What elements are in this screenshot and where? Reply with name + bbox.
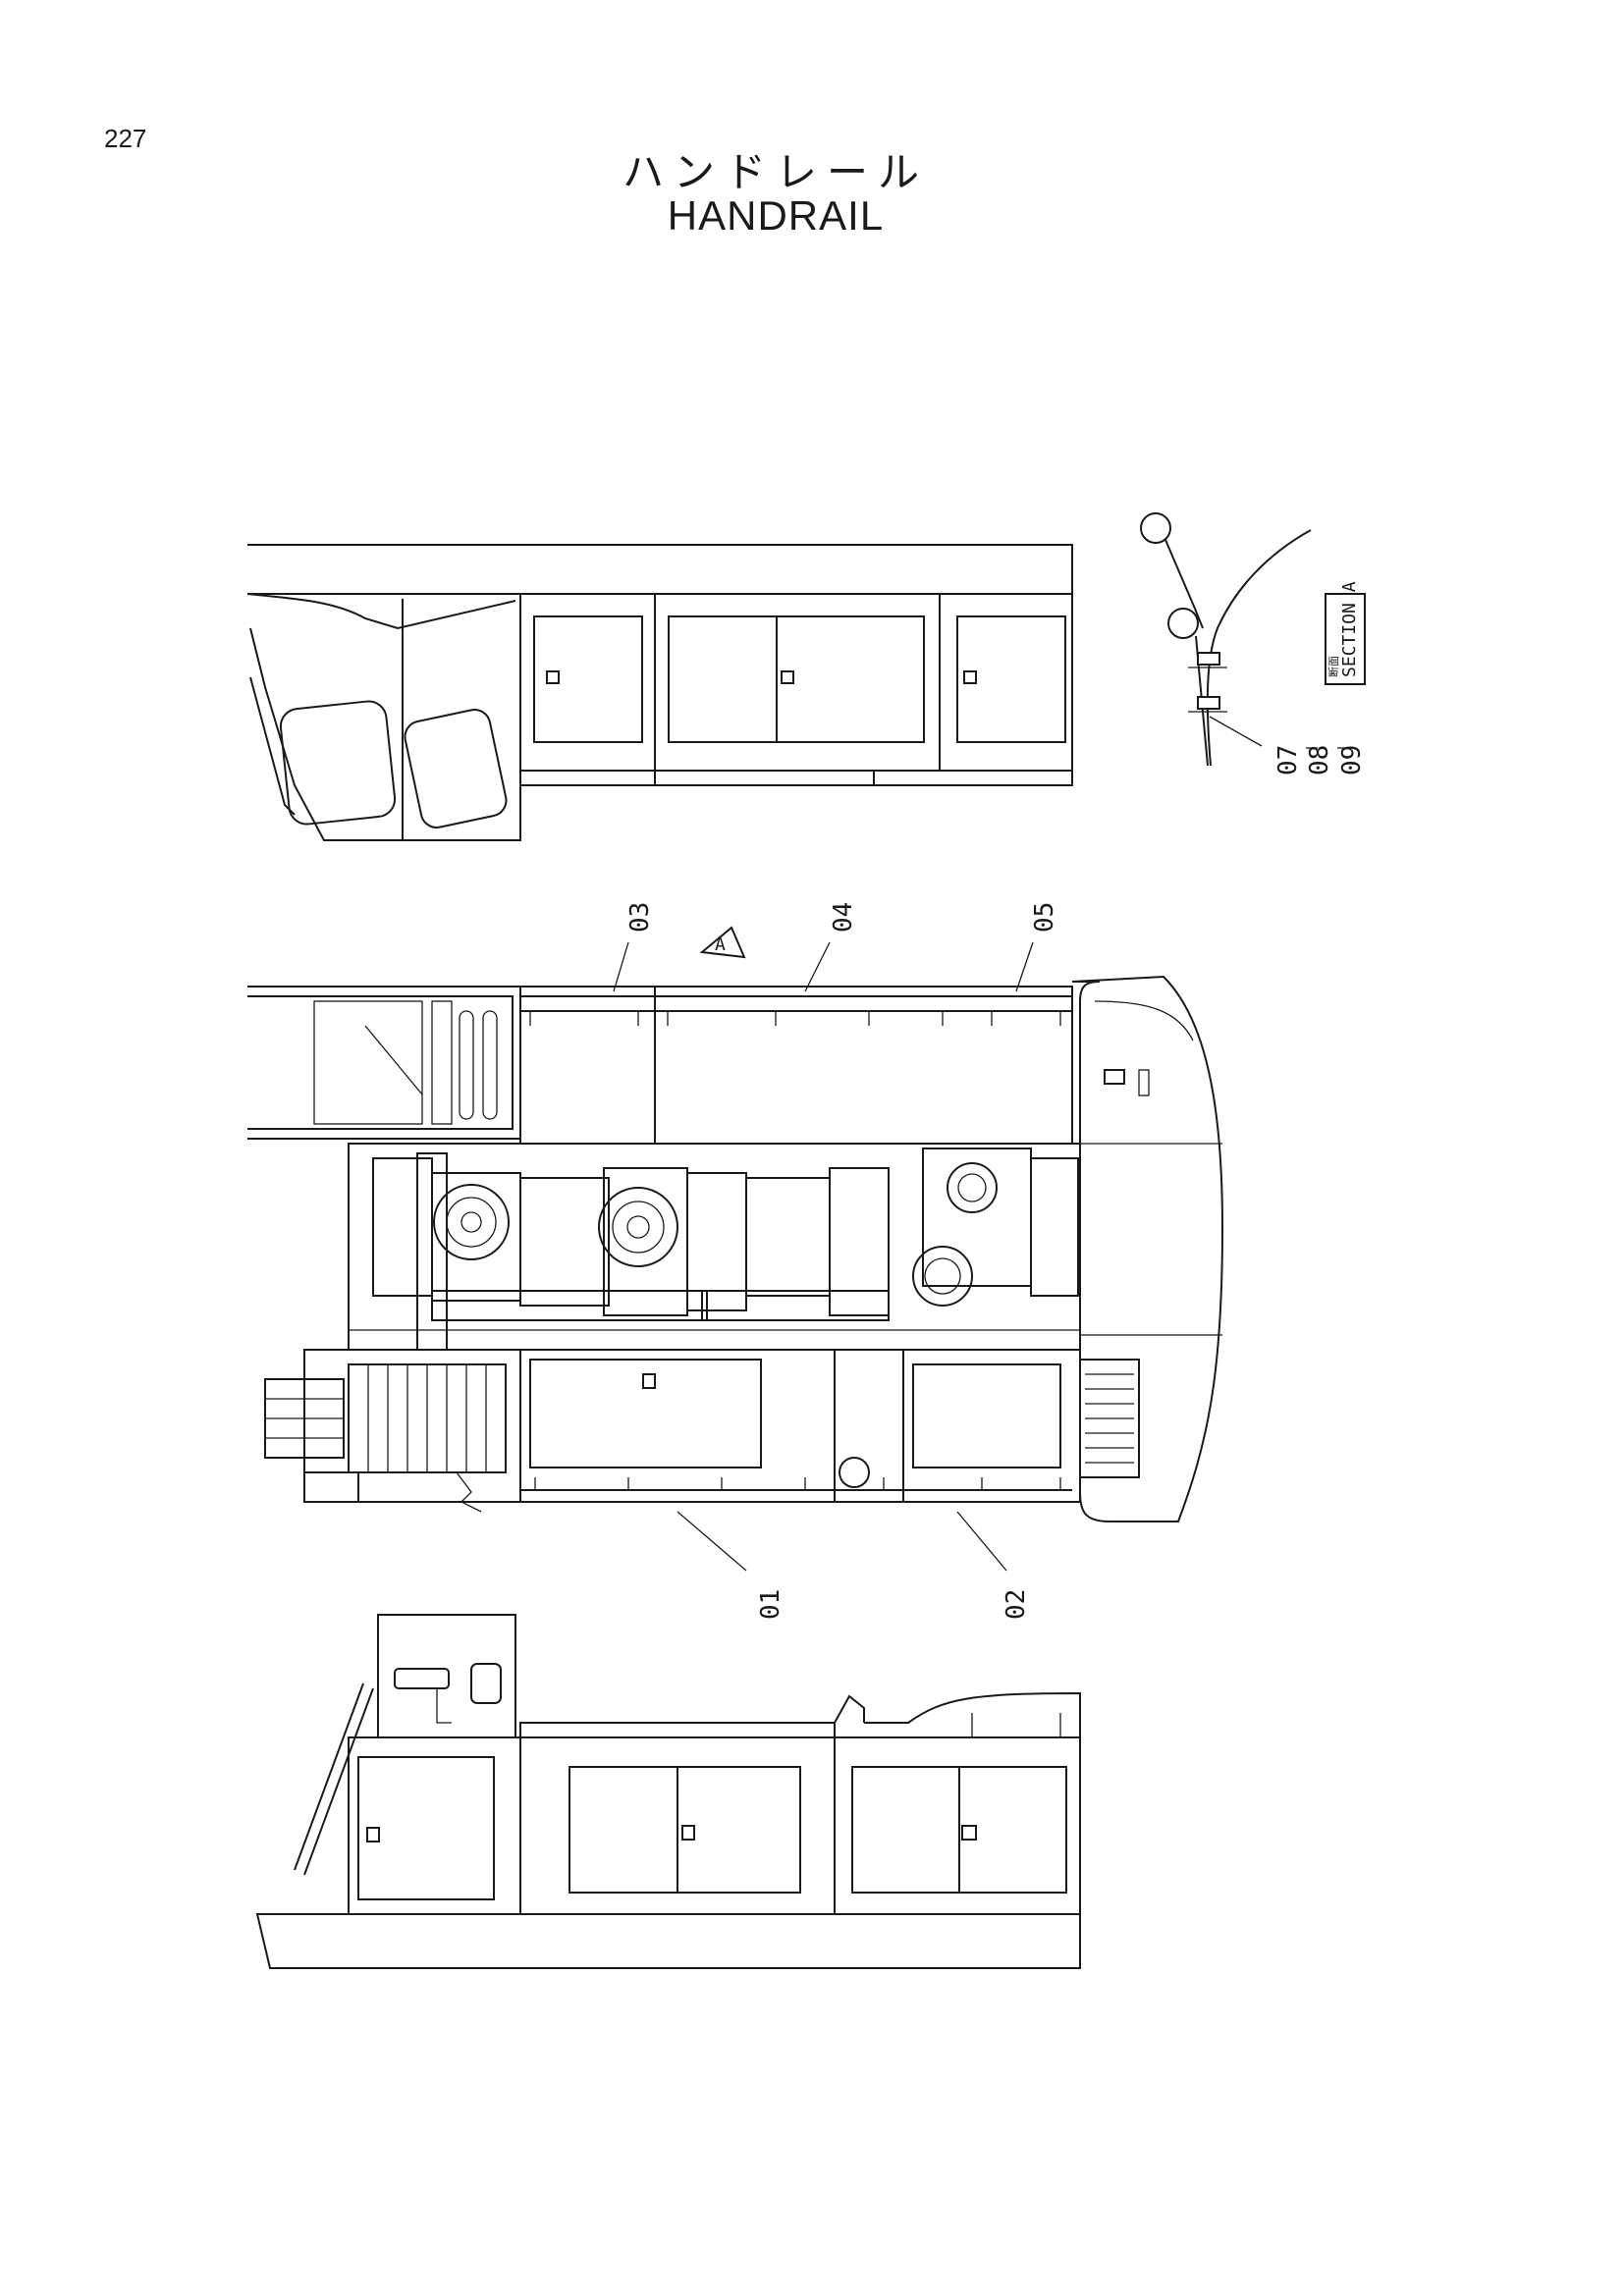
side-view-top (246, 544, 1073, 841)
section-label-box (1325, 593, 1366, 685)
latch-icon (963, 670, 977, 684)
title-english: HANDRAIL (667, 192, 885, 239)
section-a-detail: SECTION A 断面 07 08 09 (1140, 512, 1367, 775)
callout-01: 01 (756, 1589, 785, 1620)
latch-icon (961, 1825, 977, 1841)
section-label: SECTION A (1339, 581, 1360, 677)
section-label-small: 断面 (1326, 656, 1340, 677)
callout-05: 05 (1030, 902, 1059, 933)
callout-03: 03 (625, 902, 655, 933)
plan-view: A 03 04 05 01 02 (247, 902, 1224, 1620)
side-view-bottom (255, 1614, 1081, 1969)
callout-07-label: 07 (1273, 745, 1303, 775)
callout-04: 04 (829, 902, 858, 933)
callout-02: 02 (1001, 1589, 1031, 1620)
view-marker-letter: A (715, 934, 726, 955)
latch-icon (781, 670, 794, 684)
page-number: 227 (104, 124, 147, 153)
latch-icon (546, 670, 560, 684)
title-japanese: ハンドレール (622, 148, 929, 196)
callout-08-label: 08 (1305, 745, 1334, 775)
latch-icon (681, 1825, 695, 1841)
latch-icon (366, 1827, 380, 1842)
callout-09-label: 09 (1337, 745, 1367, 775)
